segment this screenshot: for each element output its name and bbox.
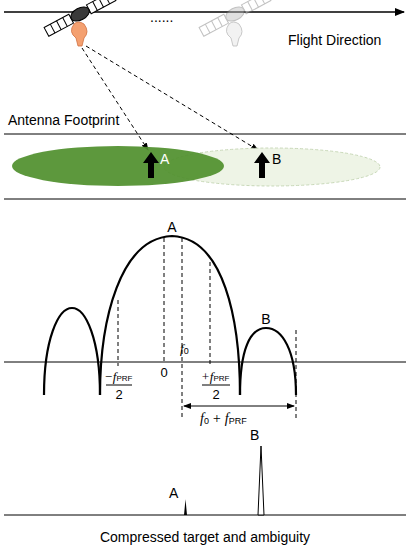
axis bbox=[4, 515, 406, 516]
side-lobe bbox=[240, 328, 296, 395]
span-arrow bbox=[184, 406, 294, 407]
freq-subscript: 0 bbox=[204, 417, 209, 426]
freq-label: 2 bbox=[212, 388, 219, 401]
freq-subscript: PRF bbox=[213, 375, 229, 383]
target-label: B bbox=[272, 152, 281, 166]
section-caption: Compressed target and ambiguity bbox=[100, 530, 310, 544]
caption-text: Flight Direction bbox=[288, 33, 381, 47]
freq-label: +f bbox=[201, 370, 213, 383]
ellipsis: ...... bbox=[150, 10, 173, 24]
peak bbox=[258, 446, 264, 515]
antenna-beam bbox=[71, 22, 87, 46]
band-line bbox=[4, 199, 406, 200]
freq-label: 2 bbox=[115, 388, 122, 401]
peak-label: A bbox=[169, 486, 178, 500]
freq-label: f bbox=[180, 342, 184, 355]
freq-subscript: PRF bbox=[229, 417, 247, 426]
target-label: A bbox=[160, 152, 169, 166]
target-arrow bbox=[143, 152, 159, 178]
target-arrow bbox=[254, 152, 270, 178]
axis bbox=[4, 362, 406, 363]
freq-label: + f bbox=[212, 412, 229, 426]
main-lobe bbox=[100, 236, 240, 395]
antenna-beam-ghost bbox=[226, 22, 242, 46]
lobe-label: B bbox=[261, 312, 270, 326]
peak-label: B bbox=[250, 428, 259, 442]
peak bbox=[184, 499, 187, 515]
band-title: Antenna Footprint bbox=[8, 113, 119, 127]
freq-label: f bbox=[200, 412, 204, 426]
dashed-marker bbox=[118, 238, 296, 418]
flight-line bbox=[4, 11, 404, 13]
fraction-bar bbox=[202, 385, 230, 386]
fraction-bar bbox=[106, 385, 132, 386]
band-line bbox=[4, 134, 406, 135]
side-lobe bbox=[44, 308, 100, 395]
look-line bbox=[82, 48, 148, 150]
freq-subscript: 0 bbox=[184, 347, 189, 356]
footprint bbox=[12, 146, 224, 186]
freq-label: −f bbox=[104, 370, 116, 383]
freq-label: 0 bbox=[160, 366, 167, 379]
freq-subscript: PRF bbox=[116, 375, 132, 383]
lobe-label: A bbox=[167, 220, 176, 234]
